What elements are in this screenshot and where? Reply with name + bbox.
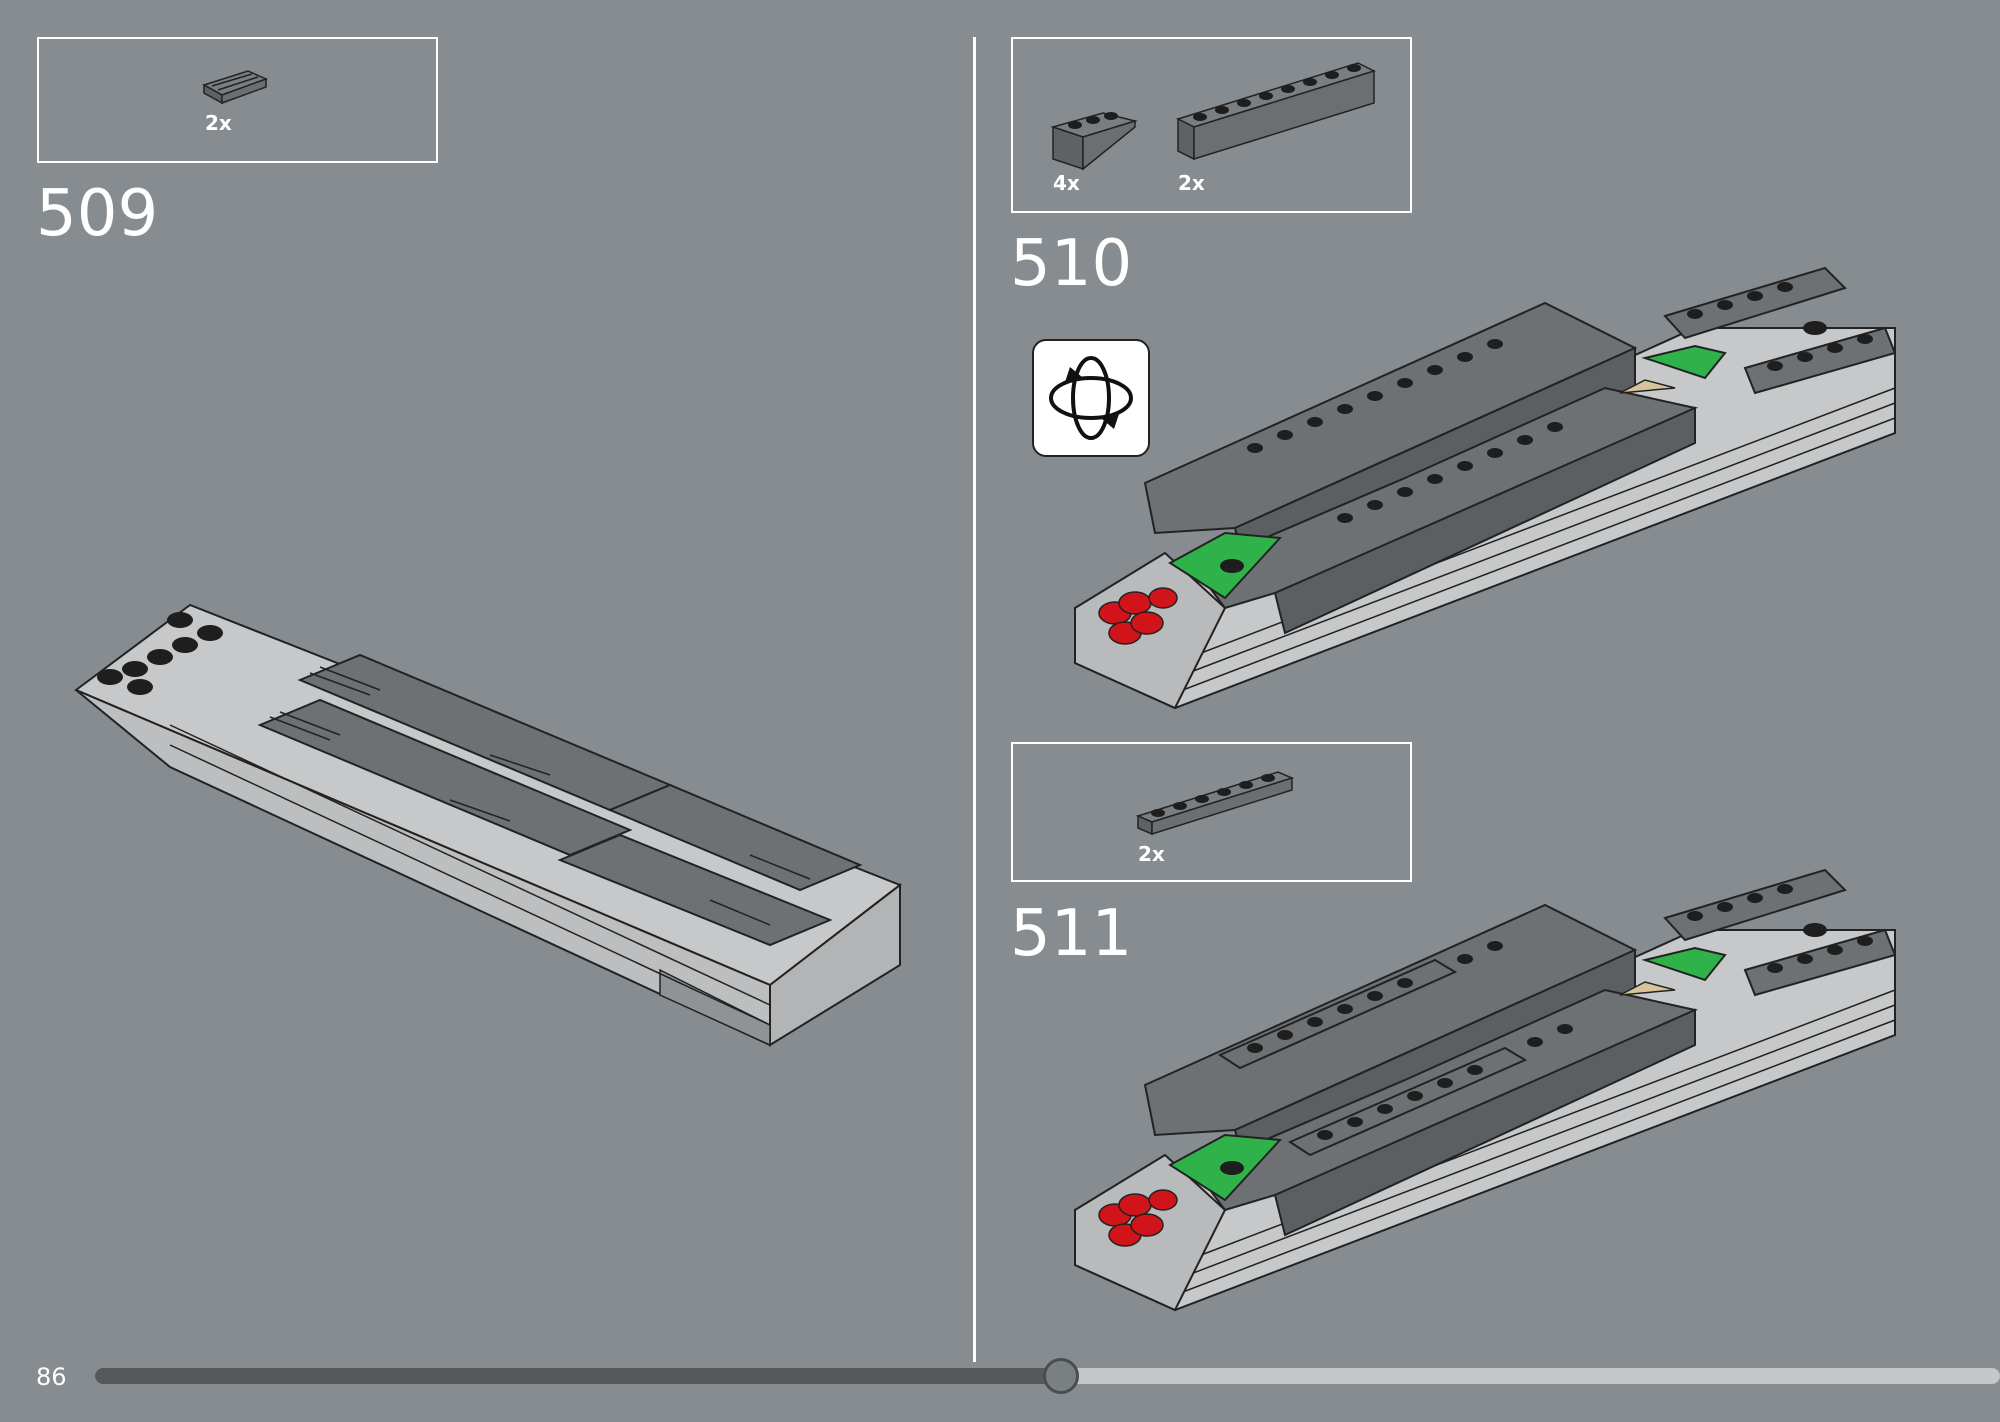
page-divider	[973, 37, 976, 1362]
parts-callout-510: 4x 2x	[1011, 37, 1412, 213]
model-510	[1074, 266, 1897, 710]
inverted-slope-part	[1050, 112, 1138, 171]
part-qty: 2x	[1178, 171, 1205, 195]
page-number: 86	[36, 1363, 67, 1391]
progress-bar[interactable]	[95, 1358, 2000, 1394]
part-qty: 2x	[205, 111, 232, 135]
step-number-510: 510	[1010, 227, 1133, 301]
brick-1x8-part	[1175, 62, 1377, 161]
part-qty: 4x	[1053, 171, 1080, 195]
progress-fill	[95, 1368, 1061, 1384]
grille-tile-part	[202, 70, 269, 105]
part-qty: 2x	[1138, 842, 1165, 866]
parts-callout-511: 2x	[1011, 742, 1412, 882]
step-number-511: 511	[1010, 897, 1133, 971]
progress-handle[interactable]	[1043, 1358, 1079, 1394]
model-509	[74, 603, 903, 1047]
parts-callout-509: 2x	[37, 37, 438, 163]
rotate-model-icon	[1032, 339, 1150, 457]
model-511	[1074, 868, 1897, 1312]
step-number-509: 509	[36, 177, 159, 251]
plate-1x6-part	[1135, 771, 1295, 836]
